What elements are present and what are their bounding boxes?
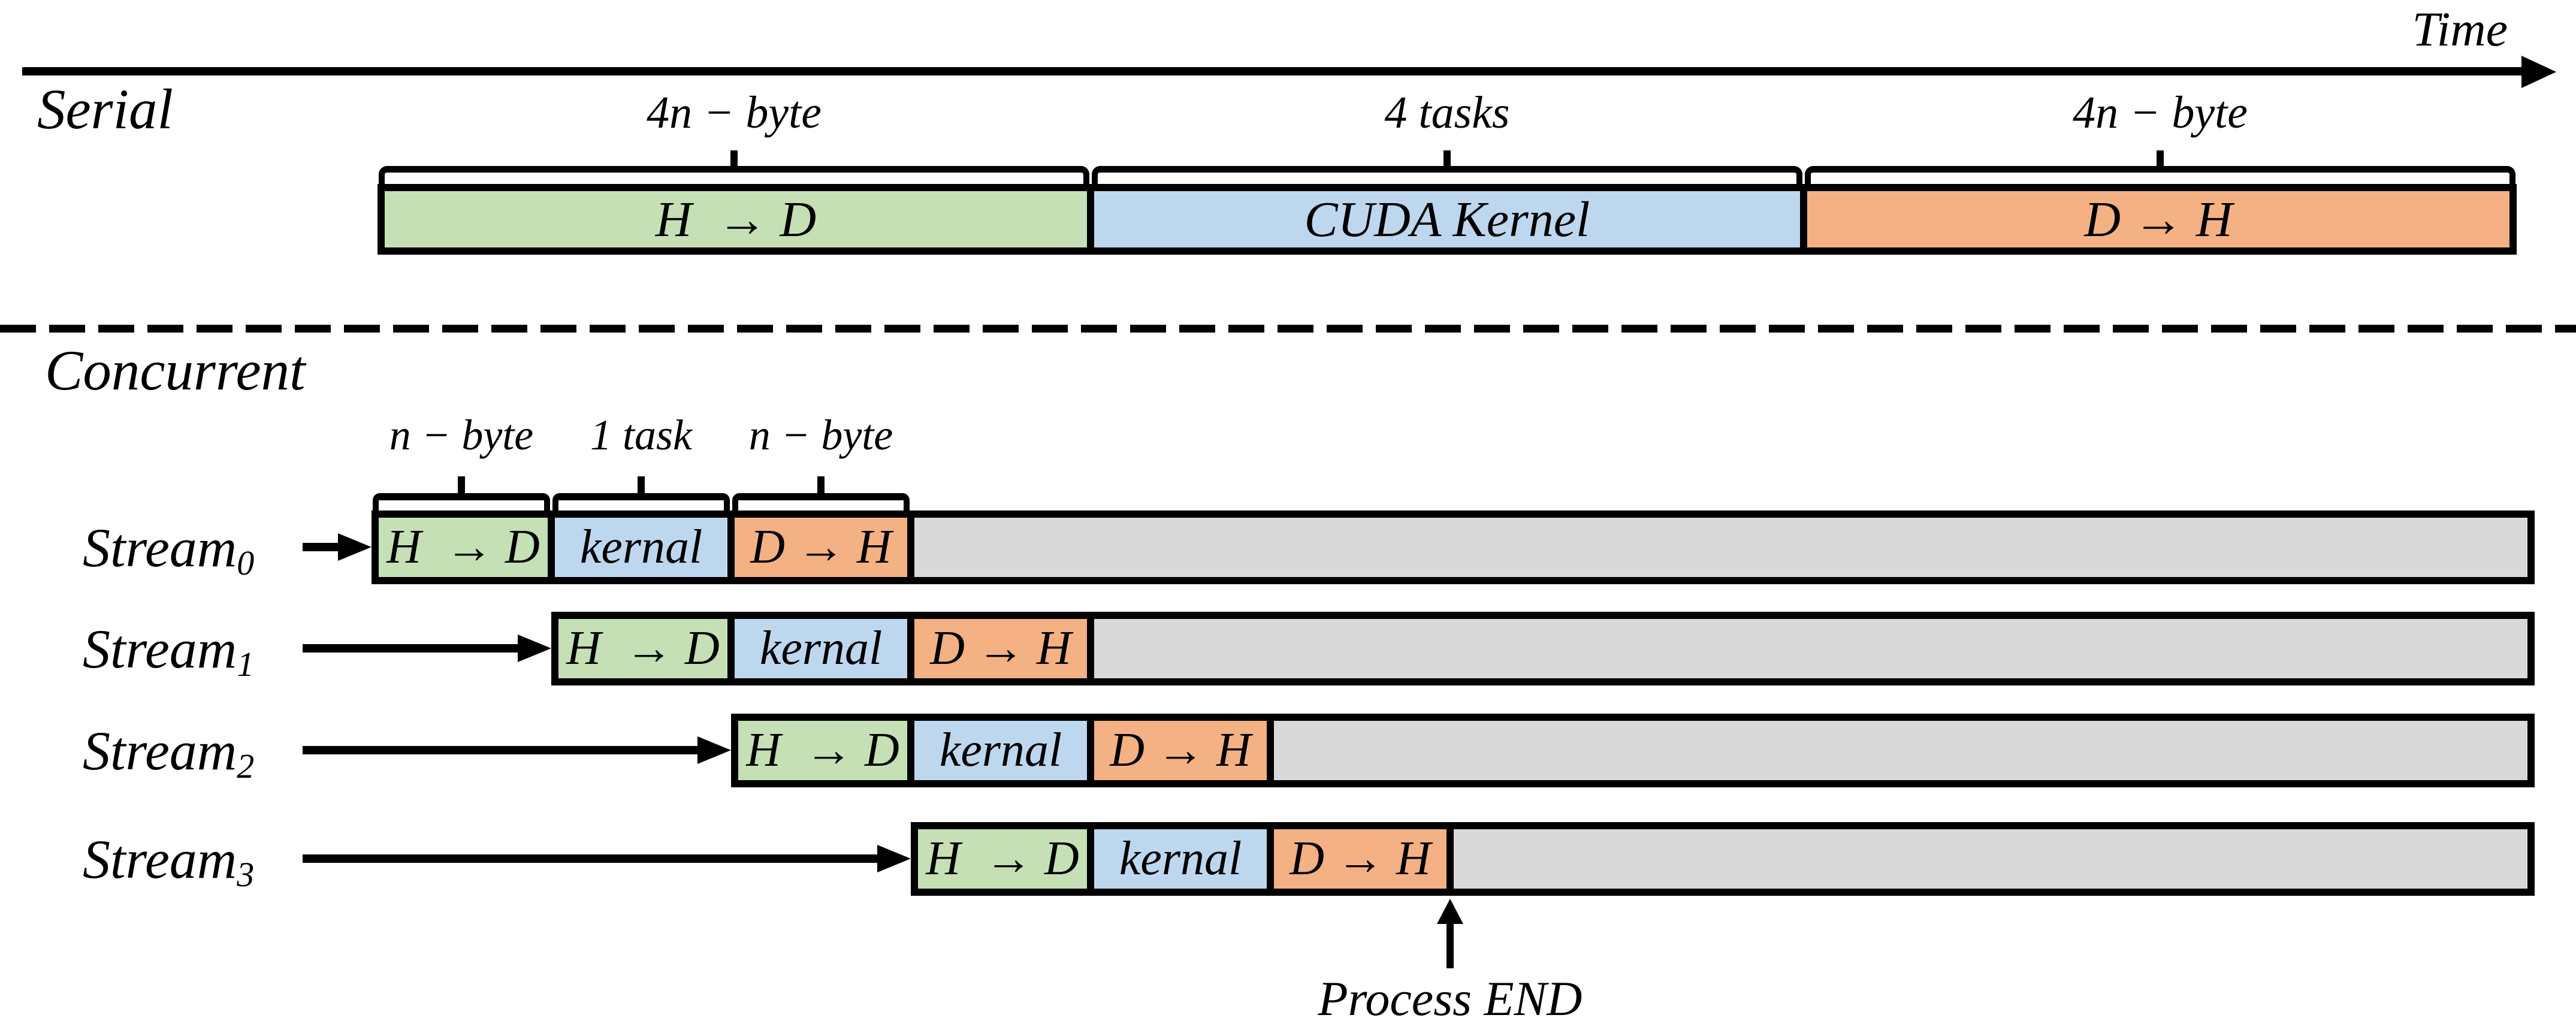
stream-name: Stream: [83, 828, 237, 890]
concurrent-overbrace-task: [552, 476, 730, 511]
stream-1-kernel-cell: kernal: [735, 619, 907, 678]
stream-name: Stream: [83, 516, 237, 578]
serial-annotation-4-tasks: 4 tasks: [1384, 87, 1510, 138]
brace-tick: [458, 476, 465, 493]
stream-3-idle-cell: [1454, 829, 2527, 889]
stream-0-arrow-line: [303, 543, 339, 551]
brace-tick: [2157, 150, 2164, 166]
serial-overbrace-h2d: [379, 150, 1089, 184]
serial-section-title: Serial: [37, 77, 173, 141]
concurrent-section-title: Concurrent: [45, 339, 306, 402]
stream-0-d2h-cell: D → H: [735, 518, 907, 577]
stream-0-idle-cell: [914, 518, 2527, 577]
brace-tick: [730, 150, 738, 166]
time-axis-arrowhead-icon: [2521, 56, 2556, 88]
stream-subscript: 1: [237, 645, 255, 684]
brace-tick: [817, 476, 825, 493]
concurrent-annotation-1-task: 1 task: [590, 411, 692, 459]
concurrent-annotation-n-byte-right: n − byte: [748, 411, 893, 459]
serial-segment-cuda-kernel: CUDA Kernel: [1094, 191, 1800, 247]
stream-0-h2d-cell: H → D: [379, 518, 548, 577]
stream-0-timeline-bar: H → D kernal D → H: [372, 511, 2535, 584]
stream-2-arrow-line: [303, 746, 698, 754]
serial-segment-h2d: H → D: [385, 191, 1087, 247]
brace-tick: [638, 476, 645, 493]
stream-2-kernel-cell: kernal: [914, 721, 1087, 780]
stream-3-d2h-cell: D → H: [1274, 829, 1446, 889]
time-axis-line: [22, 67, 2522, 75]
stream-3-arrowhead-icon: [877, 845, 911, 872]
serial-annotation-4n-byte-right: 4n − byte: [2073, 87, 2248, 138]
serial-overbrace-d2h: [1805, 150, 2515, 184]
dashed-divider: [0, 325, 2576, 333]
stream-3-h2d-cell: H → D: [918, 829, 1087, 889]
stream-3-timeline-bar: H → D kernal D → H: [911, 822, 2535, 896]
serial-segment-d2h: D → H: [1807, 191, 2509, 247]
stream-2-d2h-cell: D → H: [1094, 721, 1267, 780]
stream-3-arrow-line: [303, 854, 878, 863]
serial-annotation-4n-byte-left: 4n − byte: [647, 87, 822, 138]
concurrent-annotation-n-byte-left: n − byte: [389, 411, 534, 459]
stream-2-idle-cell: [1274, 721, 2527, 780]
stream-0-kernel-cell: kernal: [555, 518, 727, 577]
stream-1-idle-cell: [1094, 619, 2527, 678]
process-end-arrow-line: [1446, 922, 1454, 968]
stream-name: Stream: [83, 618, 237, 679]
stream-2-h2d-cell: H → D: [738, 721, 907, 780]
stream-1-timeline-bar: H → D kernal D → H: [551, 612, 2535, 685]
brace-tick: [1443, 150, 1451, 166]
stream-2-timeline-bar: H → D kernal D → H: [731, 714, 2535, 787]
stream-0-arrowhead-icon: [338, 533, 372, 561]
concurrent-overbrace-d2h: [732, 476, 910, 511]
stream-1-h2d-cell: H → D: [558, 619, 727, 678]
stream-3-kernel-cell: kernal: [1094, 829, 1267, 889]
process-end-arrowhead-icon: [1437, 899, 1463, 924]
stream-1-arrowhead-icon: [518, 635, 551, 662]
stream-name: Stream: [83, 720, 237, 781]
stream-subscript: 3: [237, 855, 255, 894]
stream-1-d2h-cell: D → H: [914, 619, 1087, 678]
concurrent-overbrace-h2d: [373, 476, 550, 511]
stream-subscript: 2: [237, 747, 255, 786]
stream-2-arrowhead-icon: [697, 736, 731, 764]
serial-overbrace-kernel: [1092, 150, 1802, 184]
serial-timeline-bar: H → D CUDA Kernel D → H: [378, 184, 2517, 255]
process-end-label: Process END: [1318, 971, 1583, 1026]
stream-1-arrow-line: [303, 644, 518, 653]
stream-subscript: 0: [237, 543, 255, 582]
time-axis-label: Time: [2412, 2, 2508, 56]
